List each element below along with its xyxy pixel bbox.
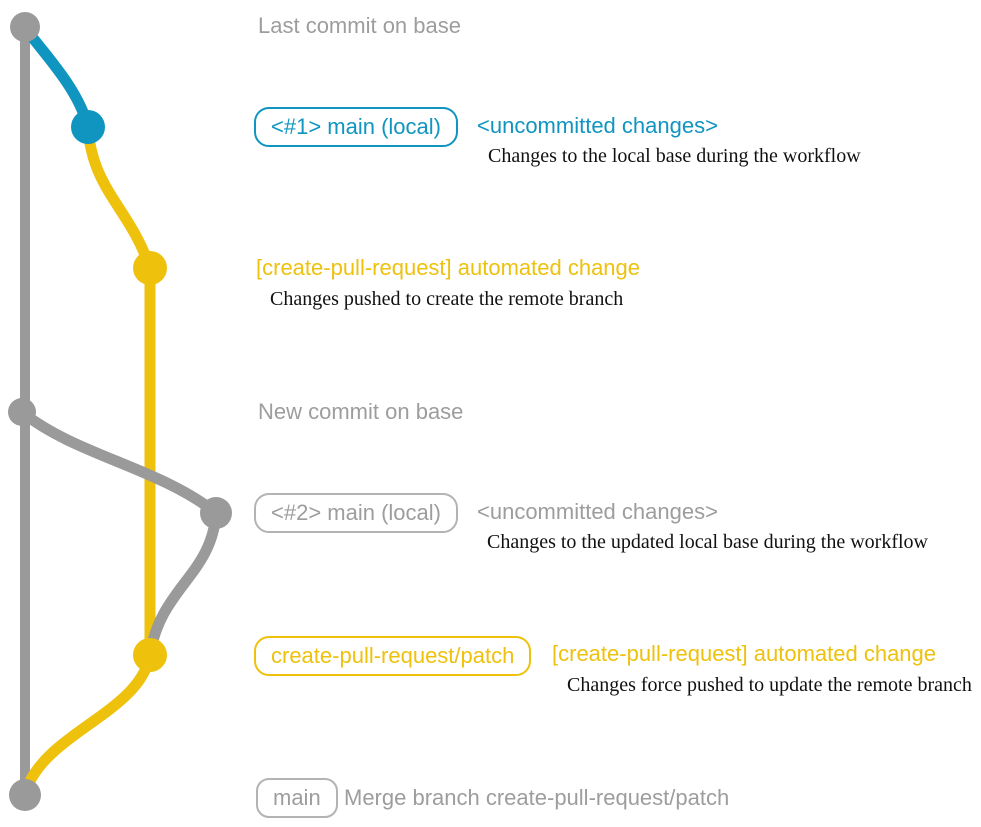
- uncommitted-changes-description-2: Changes to the updated local base during…: [487, 531, 928, 553]
- updated-base-branch-curve: [16, 406, 222, 661]
- uncommitted-changes-description-1: Changes to the local base during the wor…: [488, 145, 861, 167]
- automated-change-label-2: [create-pull-request] automated change: [552, 641, 937, 666]
- last-commit-title: Last commit on base: [258, 13, 461, 38]
- commit-node-new-on-base: [8, 398, 36, 426]
- branch-badge-main-local-1: <#1> main (local): [254, 107, 458, 147]
- branch-badge-main-local-2: <#2> main (local): [254, 493, 458, 533]
- commit-node-last-on-base: [10, 12, 40, 42]
- new-commit-title: New commit on base: [258, 399, 464, 424]
- merge-commit-label: Merge branch create-pull-request/patch: [344, 785, 730, 810]
- branch-badge-main: main: [256, 778, 338, 818]
- automated-change-description-2: Changes force pushed to update the remot…: [567, 674, 972, 696]
- pull-request-merge-curve: [21, 649, 156, 794]
- automated-change-description-1: Changes pushed to create the remote bran…: [270, 288, 624, 310]
- uncommitted-changes-label-1: <uncommitted changes>: [477, 113, 718, 138]
- commit-node-uncommitted-1: [71, 110, 105, 144]
- commit-node-automated-1: [133, 251, 167, 285]
- commit-node-automated-2: [133, 638, 167, 672]
- uncommitted-changes-label-2: <uncommitted changes>: [477, 499, 718, 524]
- branch-badge-create-pull-request-patch: create-pull-request/patch: [254, 636, 532, 676]
- automated-change-label-1: [create-pull-request] automated change: [256, 255, 641, 280]
- pull-request-branch-line: [82, 121, 156, 661]
- local-main-branch-line: [20, 23, 94, 133]
- commit-node-merge: [9, 779, 41, 811]
- commit-node-uncommitted-2: [200, 497, 232, 529]
